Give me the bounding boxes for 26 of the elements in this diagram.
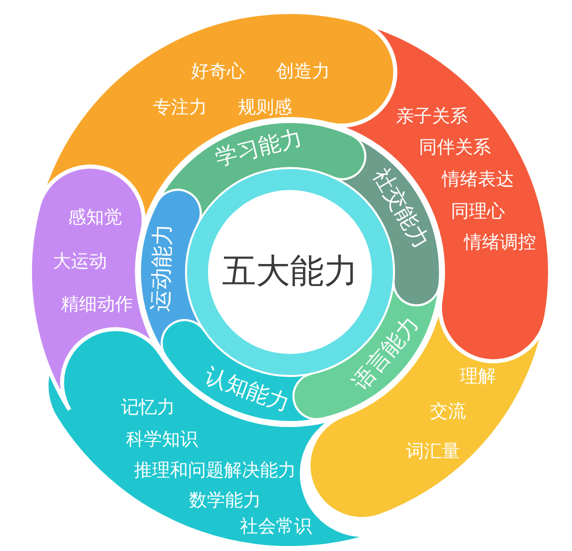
ability-label: 运动能力 — [149, 223, 177, 312]
skill-item: 感知觉 — [68, 208, 122, 228]
ability-label: 学习能力 — [214, 126, 305, 172]
skill-item: 规则感 — [238, 98, 292, 118]
skill-item: 同伴关系 — [419, 138, 491, 158]
skill-item: 专注力 — [153, 98, 207, 118]
skill-item: 词汇量 — [406, 442, 460, 462]
skill-item: 创造力 — [276, 62, 330, 82]
skill-item: 记忆力 — [121, 398, 175, 418]
center-title: 五大能力 — [222, 253, 358, 291]
skill-item: 精细动作 — [61, 295, 133, 315]
skill-item: 情绪调控 — [464, 233, 536, 253]
ability-label: 认知能力 — [201, 364, 292, 418]
skill-item: 数学能力 — [189, 491, 261, 511]
skill-item: 情绪表达 — [442, 170, 514, 190]
skill-item: 推理和问题解决能力 — [134, 461, 296, 481]
skill-item: 理解 — [460, 367, 496, 387]
skill-item: 亲子关系 — [396, 107, 468, 127]
skill-item: 好奇心 — [191, 62, 245, 82]
skill-item: 交流 — [430, 402, 466, 422]
skill-item: 社会常识 — [240, 517, 312, 537]
skill-item: 同理心 — [451, 202, 505, 222]
skill-item: 科学知识 — [126, 430, 198, 450]
skill-item: 大运动 — [53, 252, 107, 272]
ability-label: 社交能力 — [368, 164, 432, 253]
ability-label: 语言能力 — [350, 312, 425, 396]
